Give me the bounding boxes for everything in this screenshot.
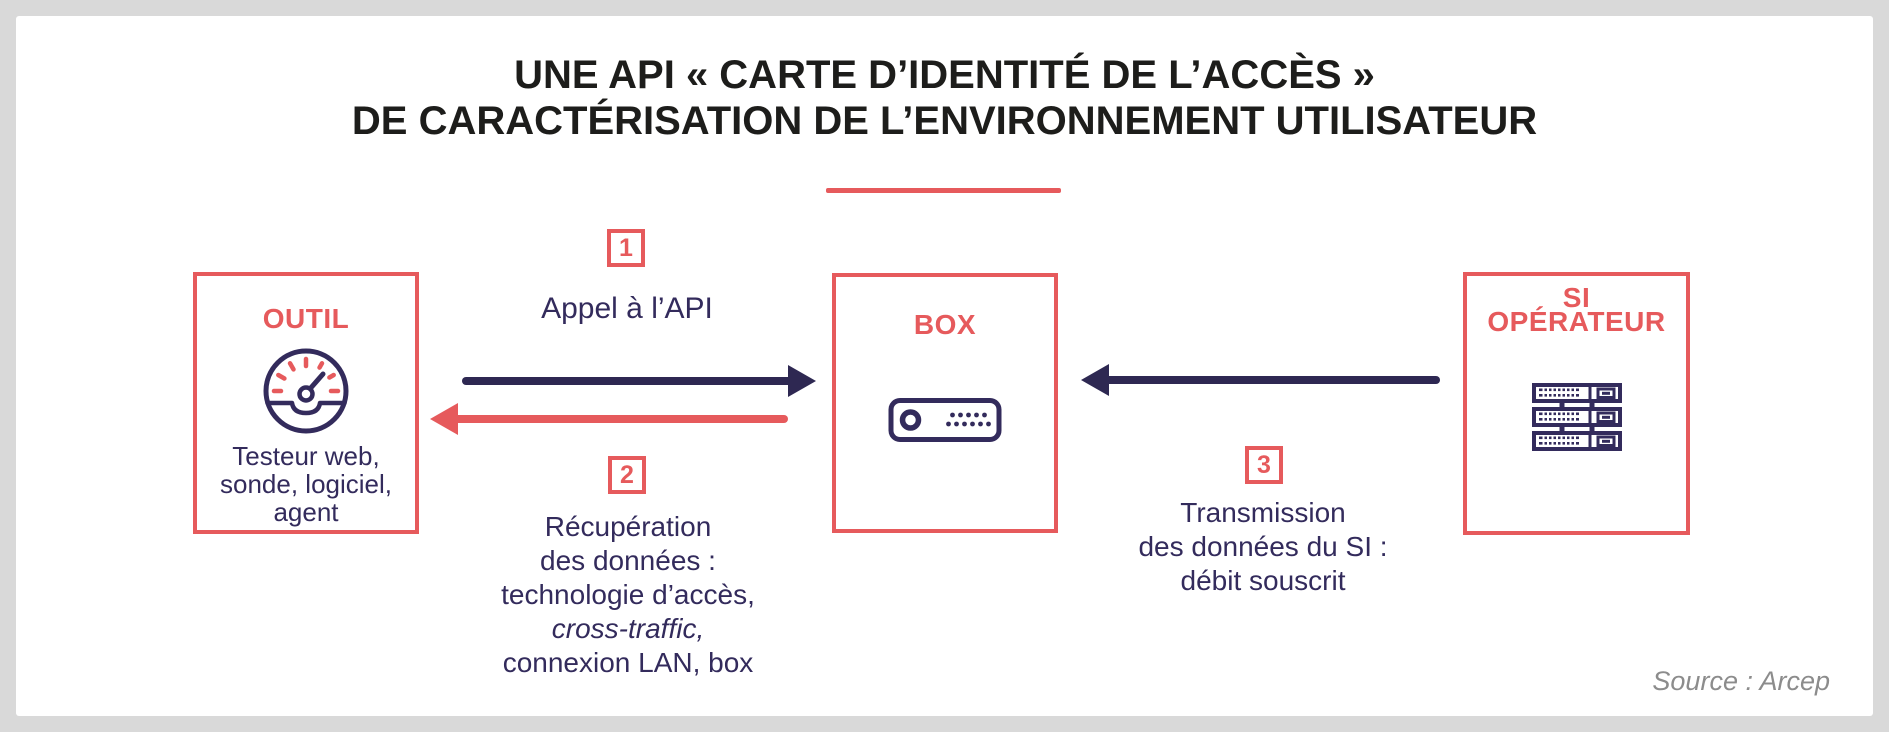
arrow-data-return-line — [454, 415, 788, 423]
node-outil-description-line: sonde, logiciel, — [220, 469, 392, 499]
node-outil: OUTIL Testeur web, sonde, logiciel, agen… — [193, 272, 419, 534]
node-box: BOX — [832, 273, 1058, 533]
step-2-line: technologie d’accès, — [501, 579, 755, 610]
node-box-label: BOX — [913, 309, 977, 340]
node-outil-description-line: Testeur web, — [232, 441, 380, 471]
step-1-badge: 1 — [607, 229, 645, 267]
step-3-line: Transmission — [1180, 497, 1346, 528]
node-outil-description-line: agent — [273, 497, 339, 527]
gauge-icon — [263, 348, 349, 434]
title-divider — [826, 188, 1061, 193]
step-3-line: des données du SI : — [1138, 531, 1388, 562]
arrow-api-call-head-right — [788, 365, 816, 397]
node-outil-description: Testeur web, sonde, logiciel, agent — [197, 442, 415, 526]
step-2-line-cross-traffic: cross-traffic, — [551, 613, 705, 644]
arrow-si-transmission-line — [1105, 376, 1440, 384]
step-1-label: Appel à l’API — [541, 292, 713, 325]
arrow-si-transmission-head-left — [1081, 364, 1109, 396]
diagram-canvas: UNE API « CARTE D’IDENTITÉ DE L’ACCÈS » … — [16, 16, 1873, 716]
step-3-number: 3 — [1257, 451, 1271, 479]
step-2-badge: 2 — [608, 456, 646, 494]
node-si-label-line-1: SI — [1562, 282, 1591, 313]
title-line-1: UNE API « CARTE D’IDENTITÉ DE L’ACCÈS » — [514, 53, 1375, 97]
step-3-badge: 3 — [1245, 446, 1283, 484]
router-icon — [888, 398, 1002, 442]
step-1-number: 1 — [619, 234, 633, 262]
node-si-operateur: SI OPÉRATEUR — [1463, 272, 1690, 535]
step-2-label: Récupération des données : technologie d… — [458, 510, 798, 680]
arrow-api-call-line — [462, 377, 792, 385]
node-si-operateur-label: SI OPÉRATEUR — [1467, 282, 1686, 337]
node-si-label-line-2: OPÉRATEUR — [1487, 306, 1666, 337]
step-3-label: Transmission des données du SI : débit s… — [1102, 496, 1424, 598]
server-rack-icon — [1531, 383, 1622, 451]
title-line-2: DE CARACTÉRISATION DE L’ENVIRONNEMENT UT… — [351, 99, 1538, 143]
step-3-line: débit souscrit — [1180, 565, 1346, 596]
node-outil-label: OUTIL — [262, 303, 350, 334]
step-2-line: des données : — [540, 545, 716, 576]
arrow-data-return-head-left — [430, 403, 458, 435]
diagram-title: UNE API « CARTE D’IDENTITÉ DE L’ACCÈS » … — [16, 52, 1873, 144]
step-2-line: Récupération — [544, 511, 712, 542]
step-2-line: connexion LAN, box — [502, 647, 754, 678]
step-2-number: 2 — [620, 461, 634, 489]
source-credit: Source : Arcep — [1652, 666, 1830, 696]
